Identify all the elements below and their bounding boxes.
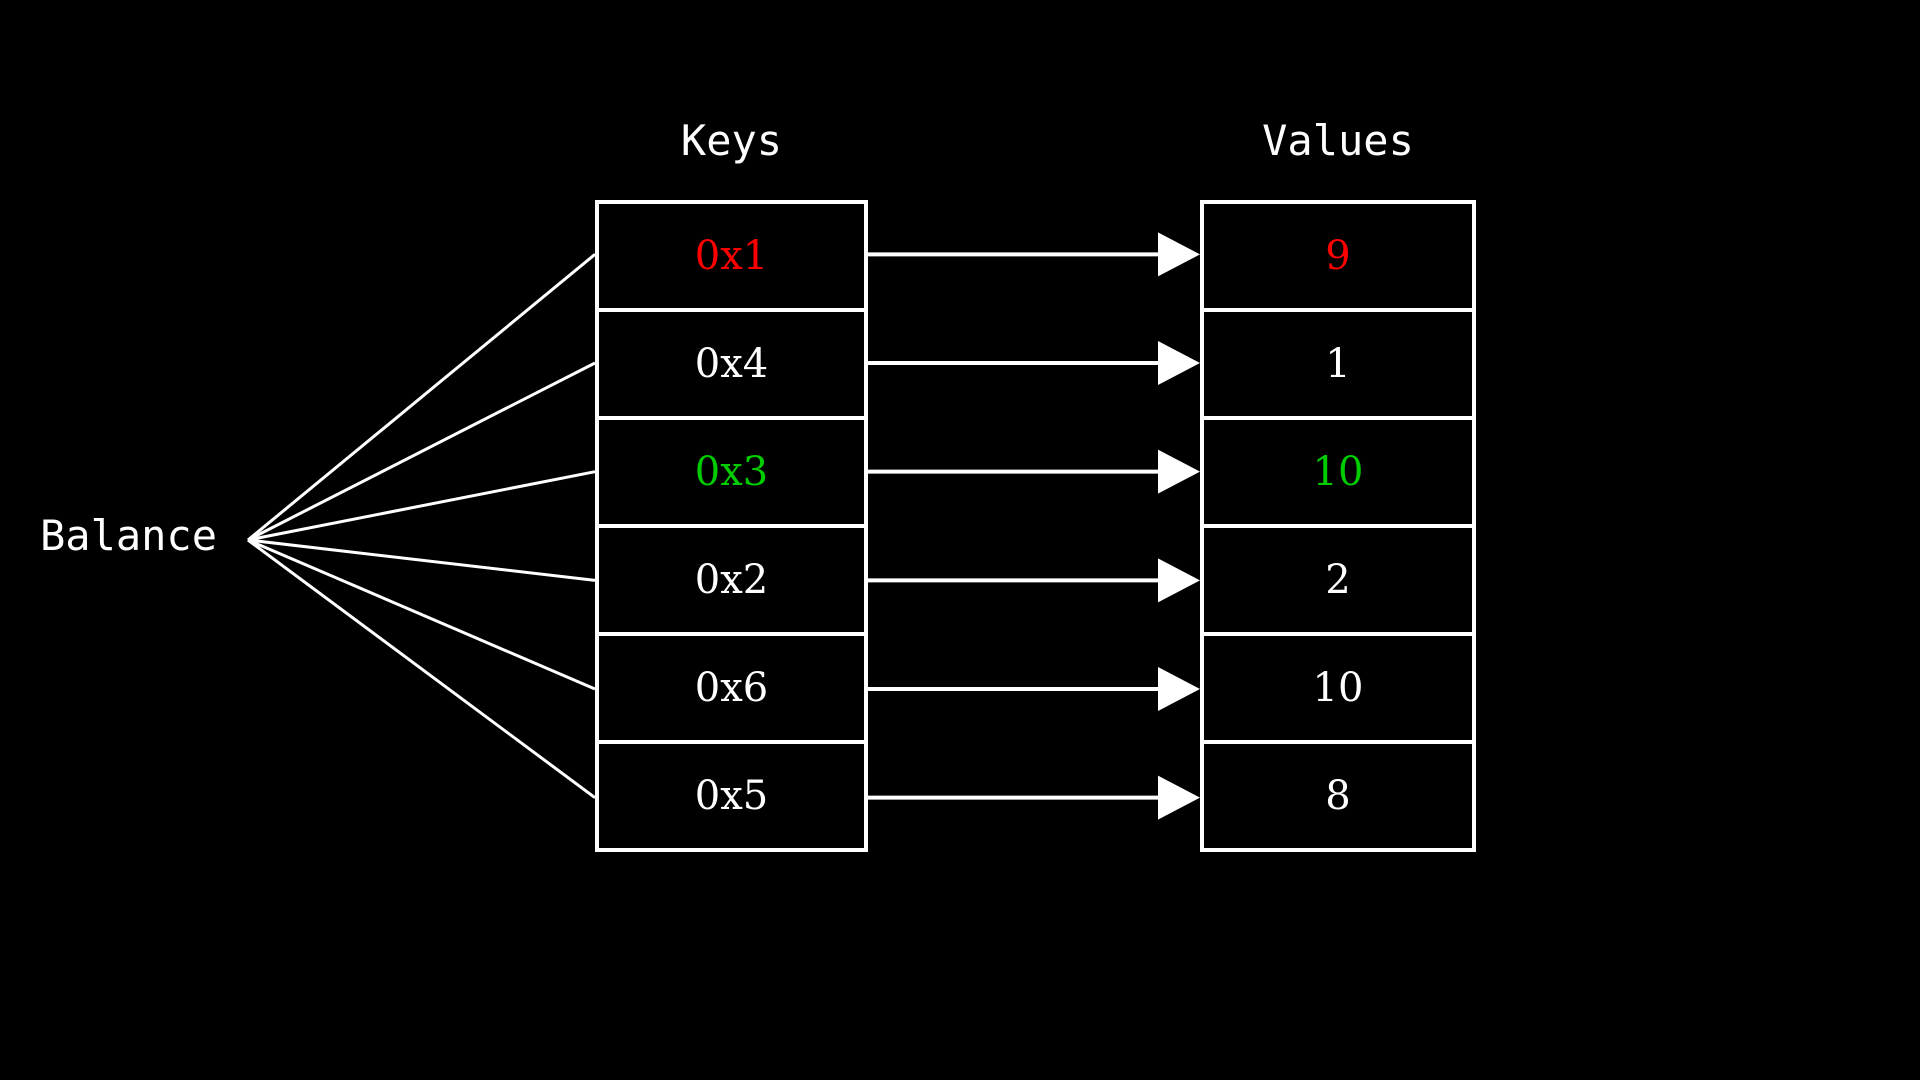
balance-to-key-line bbox=[247, 538, 596, 691]
arrow-head-icon bbox=[1158, 232, 1200, 277]
arrow-head-icon bbox=[1158, 449, 1200, 494]
balance-fan-lines bbox=[247, 253, 596, 799]
arrow-head-icon bbox=[1158, 558, 1200, 603]
key-cell: 0x4 bbox=[599, 312, 864, 420]
balance-to-key-line bbox=[247, 538, 596, 582]
balance-to-key-line bbox=[247, 538, 596, 799]
balance-to-key-line bbox=[247, 361, 596, 542]
keys-column-header: Keys bbox=[680, 116, 783, 165]
value-cell: 9 bbox=[1204, 204, 1472, 312]
value-cell: 8 bbox=[1204, 744, 1472, 848]
value-cell: 10 bbox=[1204, 420, 1472, 528]
value-cell: 1 bbox=[1204, 312, 1472, 420]
key-to-value-arrows bbox=[868, 232, 1200, 820]
arrow-head-icon bbox=[1158, 341, 1200, 385]
key-cell: 0x1 bbox=[599, 204, 864, 312]
key-cell: 0x5 bbox=[599, 744, 864, 848]
balance-root-label: Balance bbox=[40, 511, 218, 560]
arrow-head-icon bbox=[1158, 775, 1200, 820]
key-cell: 0x2 bbox=[599, 528, 864, 636]
balance-to-key-line bbox=[247, 253, 596, 542]
value-cell: 2 bbox=[1204, 528, 1472, 636]
values-column-header: Values bbox=[1262, 116, 1414, 165]
key-cell: 0x3 bbox=[599, 420, 864, 528]
key-cell: 0x6 bbox=[599, 636, 864, 744]
arrow-head-icon bbox=[1158, 667, 1200, 711]
balance-to-key-line bbox=[247, 470, 596, 542]
value-cell: 10 bbox=[1204, 636, 1472, 744]
